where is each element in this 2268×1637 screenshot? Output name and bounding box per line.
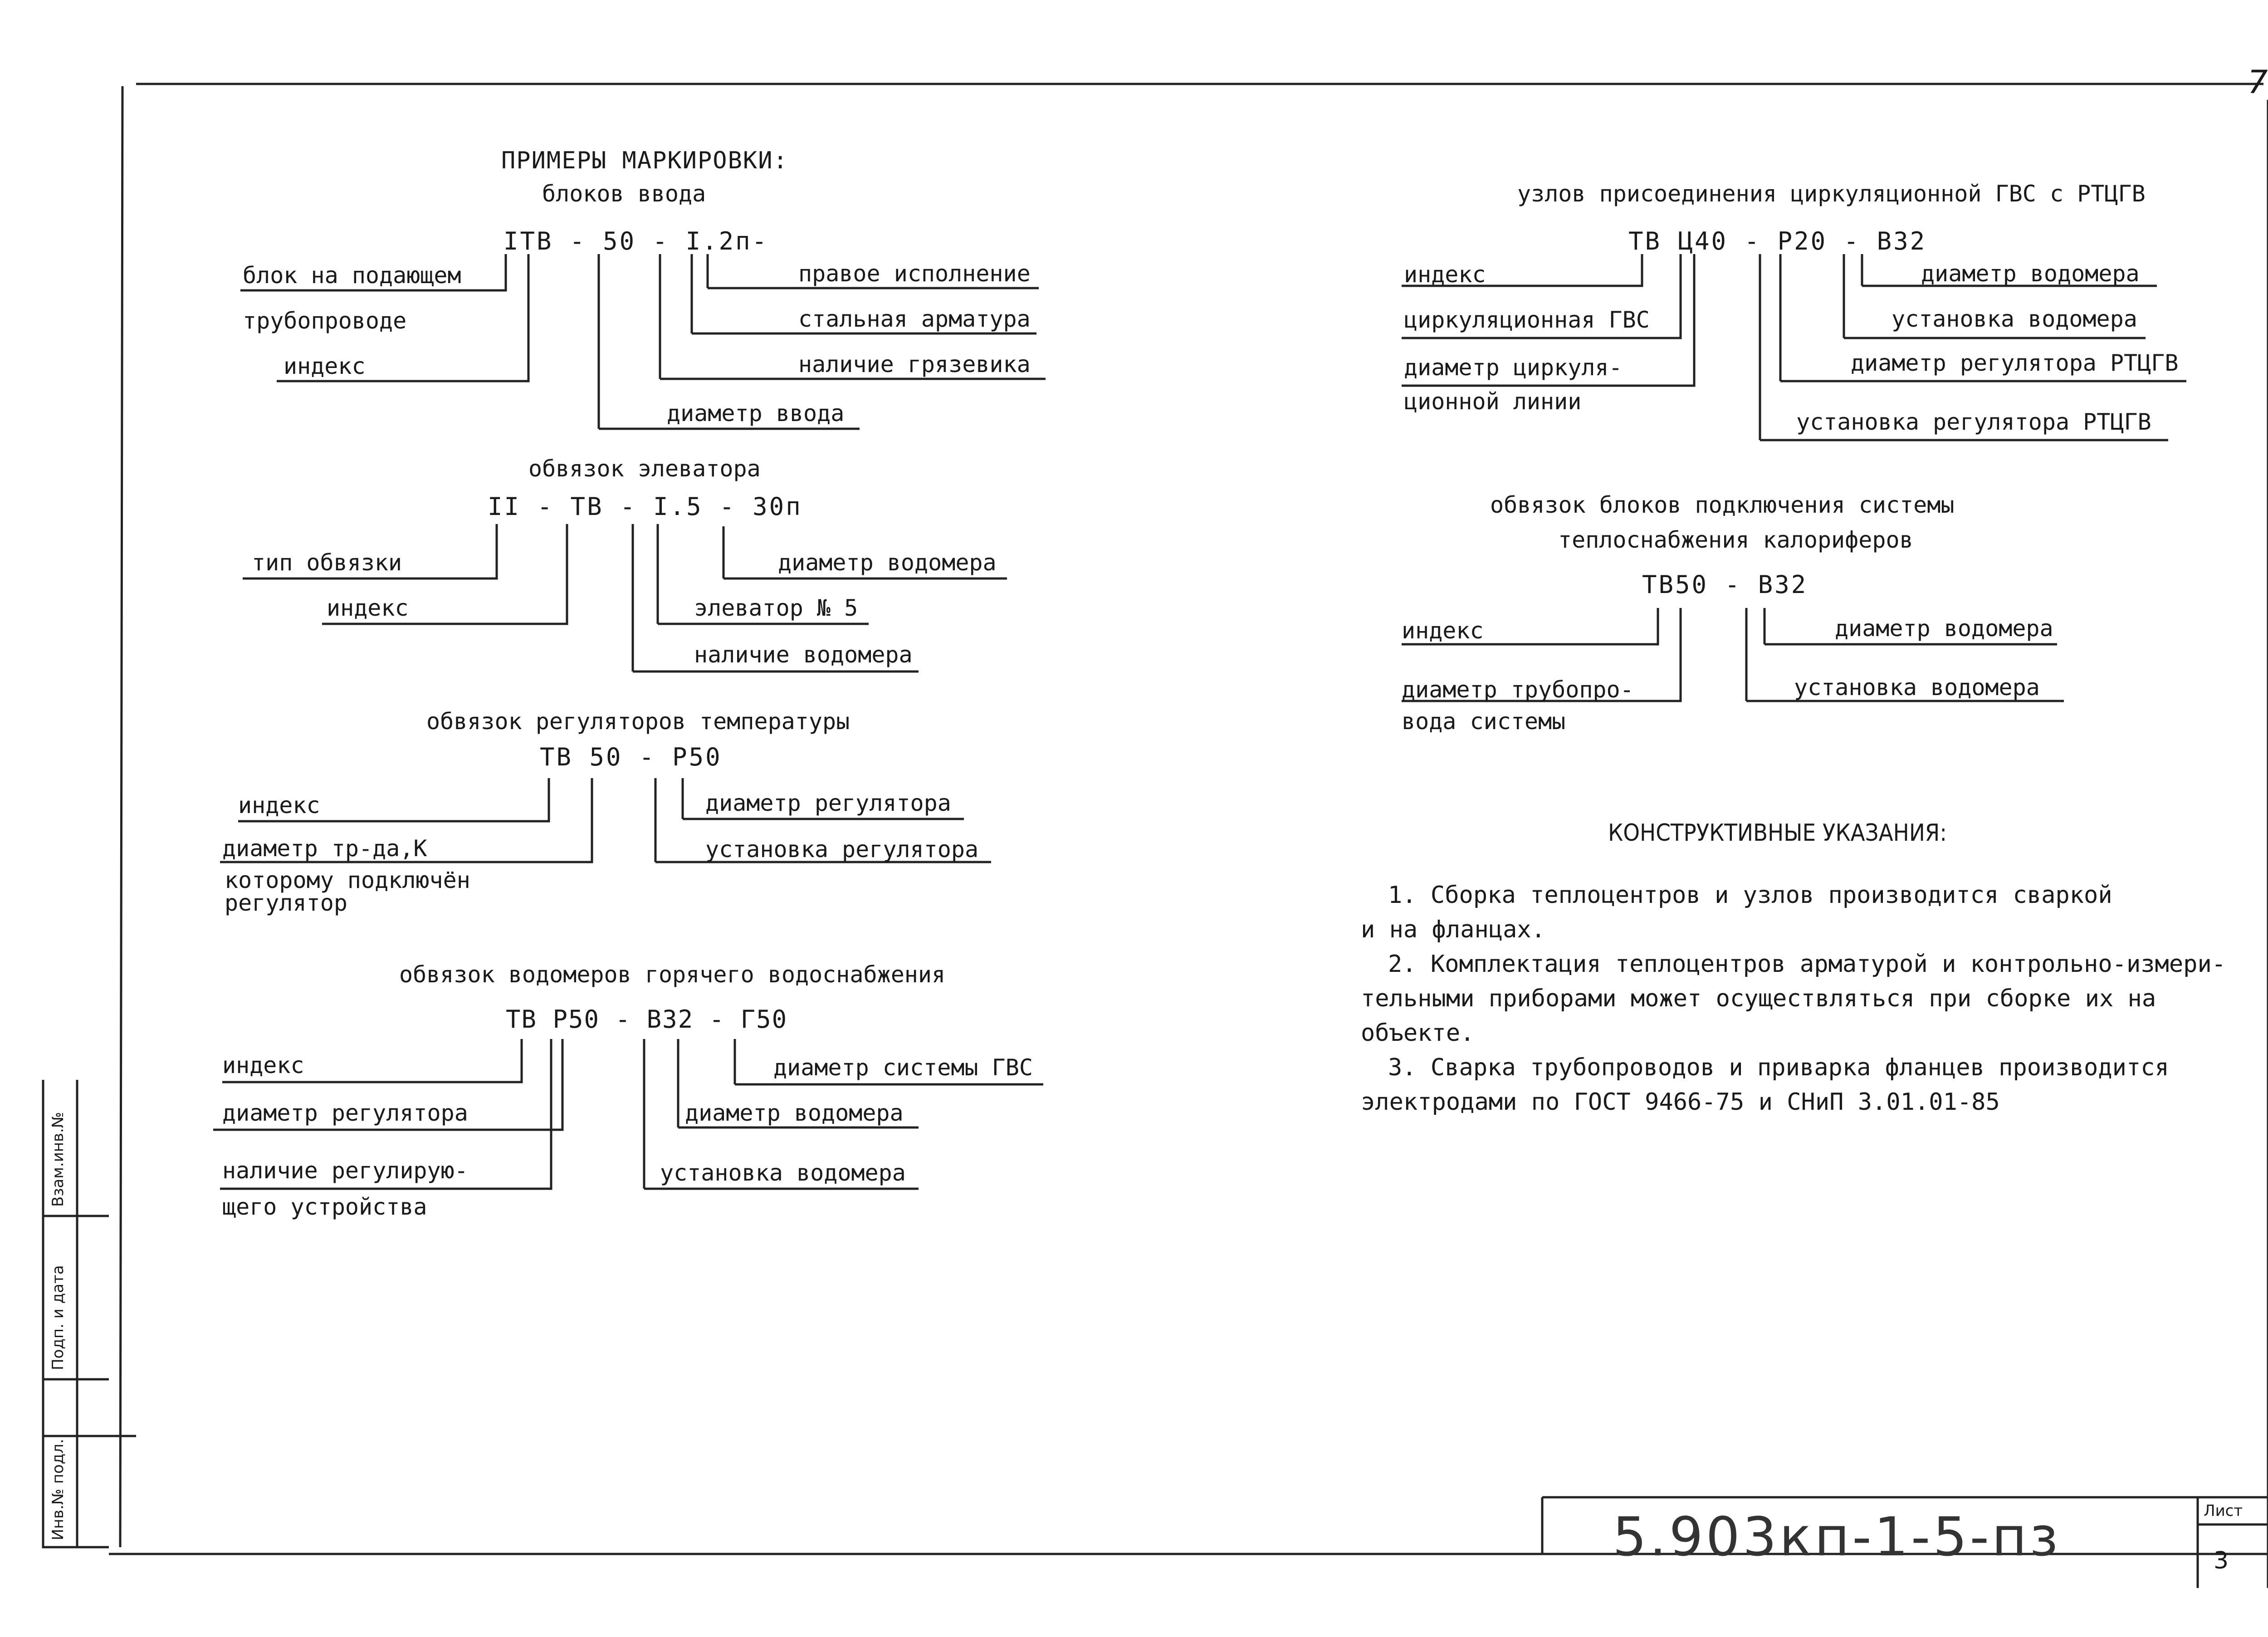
label-circ-line: ционной линии [1404,388,1582,415]
code-blocks: ITB - 50 - I.2п- [503,227,769,255]
label-gvs-diameter: диаметр системы ГВС [773,1054,1033,1081]
label-regulating-device: наличие регулирую- [222,1157,468,1184]
corner-page-number: 7 [2248,64,2268,101]
label-index-3: индекс [238,792,320,818]
label-circulation-gvs: циркуляционная ГВС [1404,307,1650,333]
label-meter-diameter-4: диаметр водомера [1835,615,2053,642]
label-elevator-no: элеватор № 5 [694,595,858,621]
label-meter-diameter: диаметр водомера [778,549,997,576]
note-line: электродами по ГОСТ 9466-75 и СНиП 3.01.… [1361,1088,2000,1116]
note-line: 2. Комплектация теплоцентров арматурой и… [1388,951,2226,978]
code-water-meters: ТВ Р50 - В32 - Г50 [506,1005,788,1034]
section-title-blocks: блоков ввода [542,181,706,207]
label-regulator-diameter-2: диаметр регулятора [222,1100,468,1126]
notes-body: 1. Сборка теплоцентров и узлов производи… [1361,878,2226,1119]
label-meter-install: установка водомера [660,1160,906,1186]
sheet-label: Лист [2204,1502,2243,1520]
main-title: ПРИМЕРЫ МАРКИРОВКИ: [501,147,788,174]
section-title-circulation: узлов присоединения циркуляционной ГВС с… [1517,181,2146,207]
side-stamp-orig-inv: Инв.№ подл. [49,1439,67,1540]
note-line: тельными приборами может осуществляться … [1361,985,2156,1012]
section-title-water-meters: обвязок водомеров горячего водоснабжения [399,961,946,988]
label-connected-to: которому подключён [225,867,470,893]
label-index-2: индекс [327,595,409,621]
label-mud-trap: наличие грязевика [798,351,1031,377]
label-system-pipe: диаметр трубопро- [1402,676,1634,703]
note-line: 1. Сборка теплоцентров и узлов производи… [1388,882,2112,909]
label-rtcgv-install: установка регулятора РТЦГВ [1796,409,2151,435]
label-regulator: регулятор [225,890,347,916]
sheet-number: 3 [2214,1547,2229,1574]
label-index: индекс [284,353,366,379]
note-line: и на фланцах. [1361,916,1545,943]
label-meter-install-2: установка водомера [1892,306,2137,332]
label-regulator-diameter: диаметр регулятора [705,790,951,816]
section-title-regulators: обвязок регуляторов температуры [426,708,850,735]
label-right-version: правое исполнение [798,260,1031,287]
section-title-elevator: обвязок элеватора [528,456,761,482]
notes-title: КОНСТРУКТИВНЫЕ УКАЗАНИЯ: [1608,819,1947,847]
label-rtcgv-diameter: диаметр регулятора РТЦГВ [1851,350,2179,376]
label-binding-type: тип обвязки [252,549,402,576]
label-meter-diameter-3: диаметр водомера [1921,260,2140,287]
label-regulator-install: установка регулятора [705,836,979,863]
label-pipe-diameter: диаметр тр-да,К [222,835,427,862]
code-circulation: ТВ Ц40 - Р20 - В32 [1628,227,1927,255]
label-meter-presence: наличие водомера [694,642,913,668]
label-system-pipe-2: вода системы [1402,708,1566,735]
label-index-4: индекс [222,1052,304,1078]
side-stamp-sign-date: Подп. и дата [49,1265,67,1370]
code-elevator: II - TB - I.5 - 30п [488,492,802,521]
note-line: 3. Сварка трубопроводов и приварка фланц… [1388,1054,2169,1081]
label-pipeline: трубопроводе [243,308,407,334]
section-title-heating-2: теплоснабжения калориферов [1558,527,1913,553]
code-regulators: ТВ 50 - Р50 [540,743,722,771]
code-heating: ТВ50 - В32 [1642,570,1808,599]
label-steel-fittings: стальная арматура [798,306,1031,332]
section-title-heating-1: обвязок блоков подключения системы [1490,492,1955,518]
label-supply-block: блок на подающем [243,262,461,289]
side-stamp-replace-inv: Взам.инв.№ [49,1112,67,1207]
label-meter-diameter-2: диаметр водомера [685,1100,904,1126]
label-index-5: индекс [1404,261,1486,288]
label-regulating-device-2: щего устройства [222,1194,427,1220]
label-index-6: индекс [1402,618,1484,644]
label-inlet-diameter: диаметр ввода [667,400,845,426]
label-meter-install-3: установка водомера [1794,674,2040,701]
document-code: 5.903кп-1-5-пз [1613,1505,2061,1568]
label-circ-diameter: диаметр циркуля- [1404,354,1623,381]
note-line: объекте. [1361,1019,1475,1047]
